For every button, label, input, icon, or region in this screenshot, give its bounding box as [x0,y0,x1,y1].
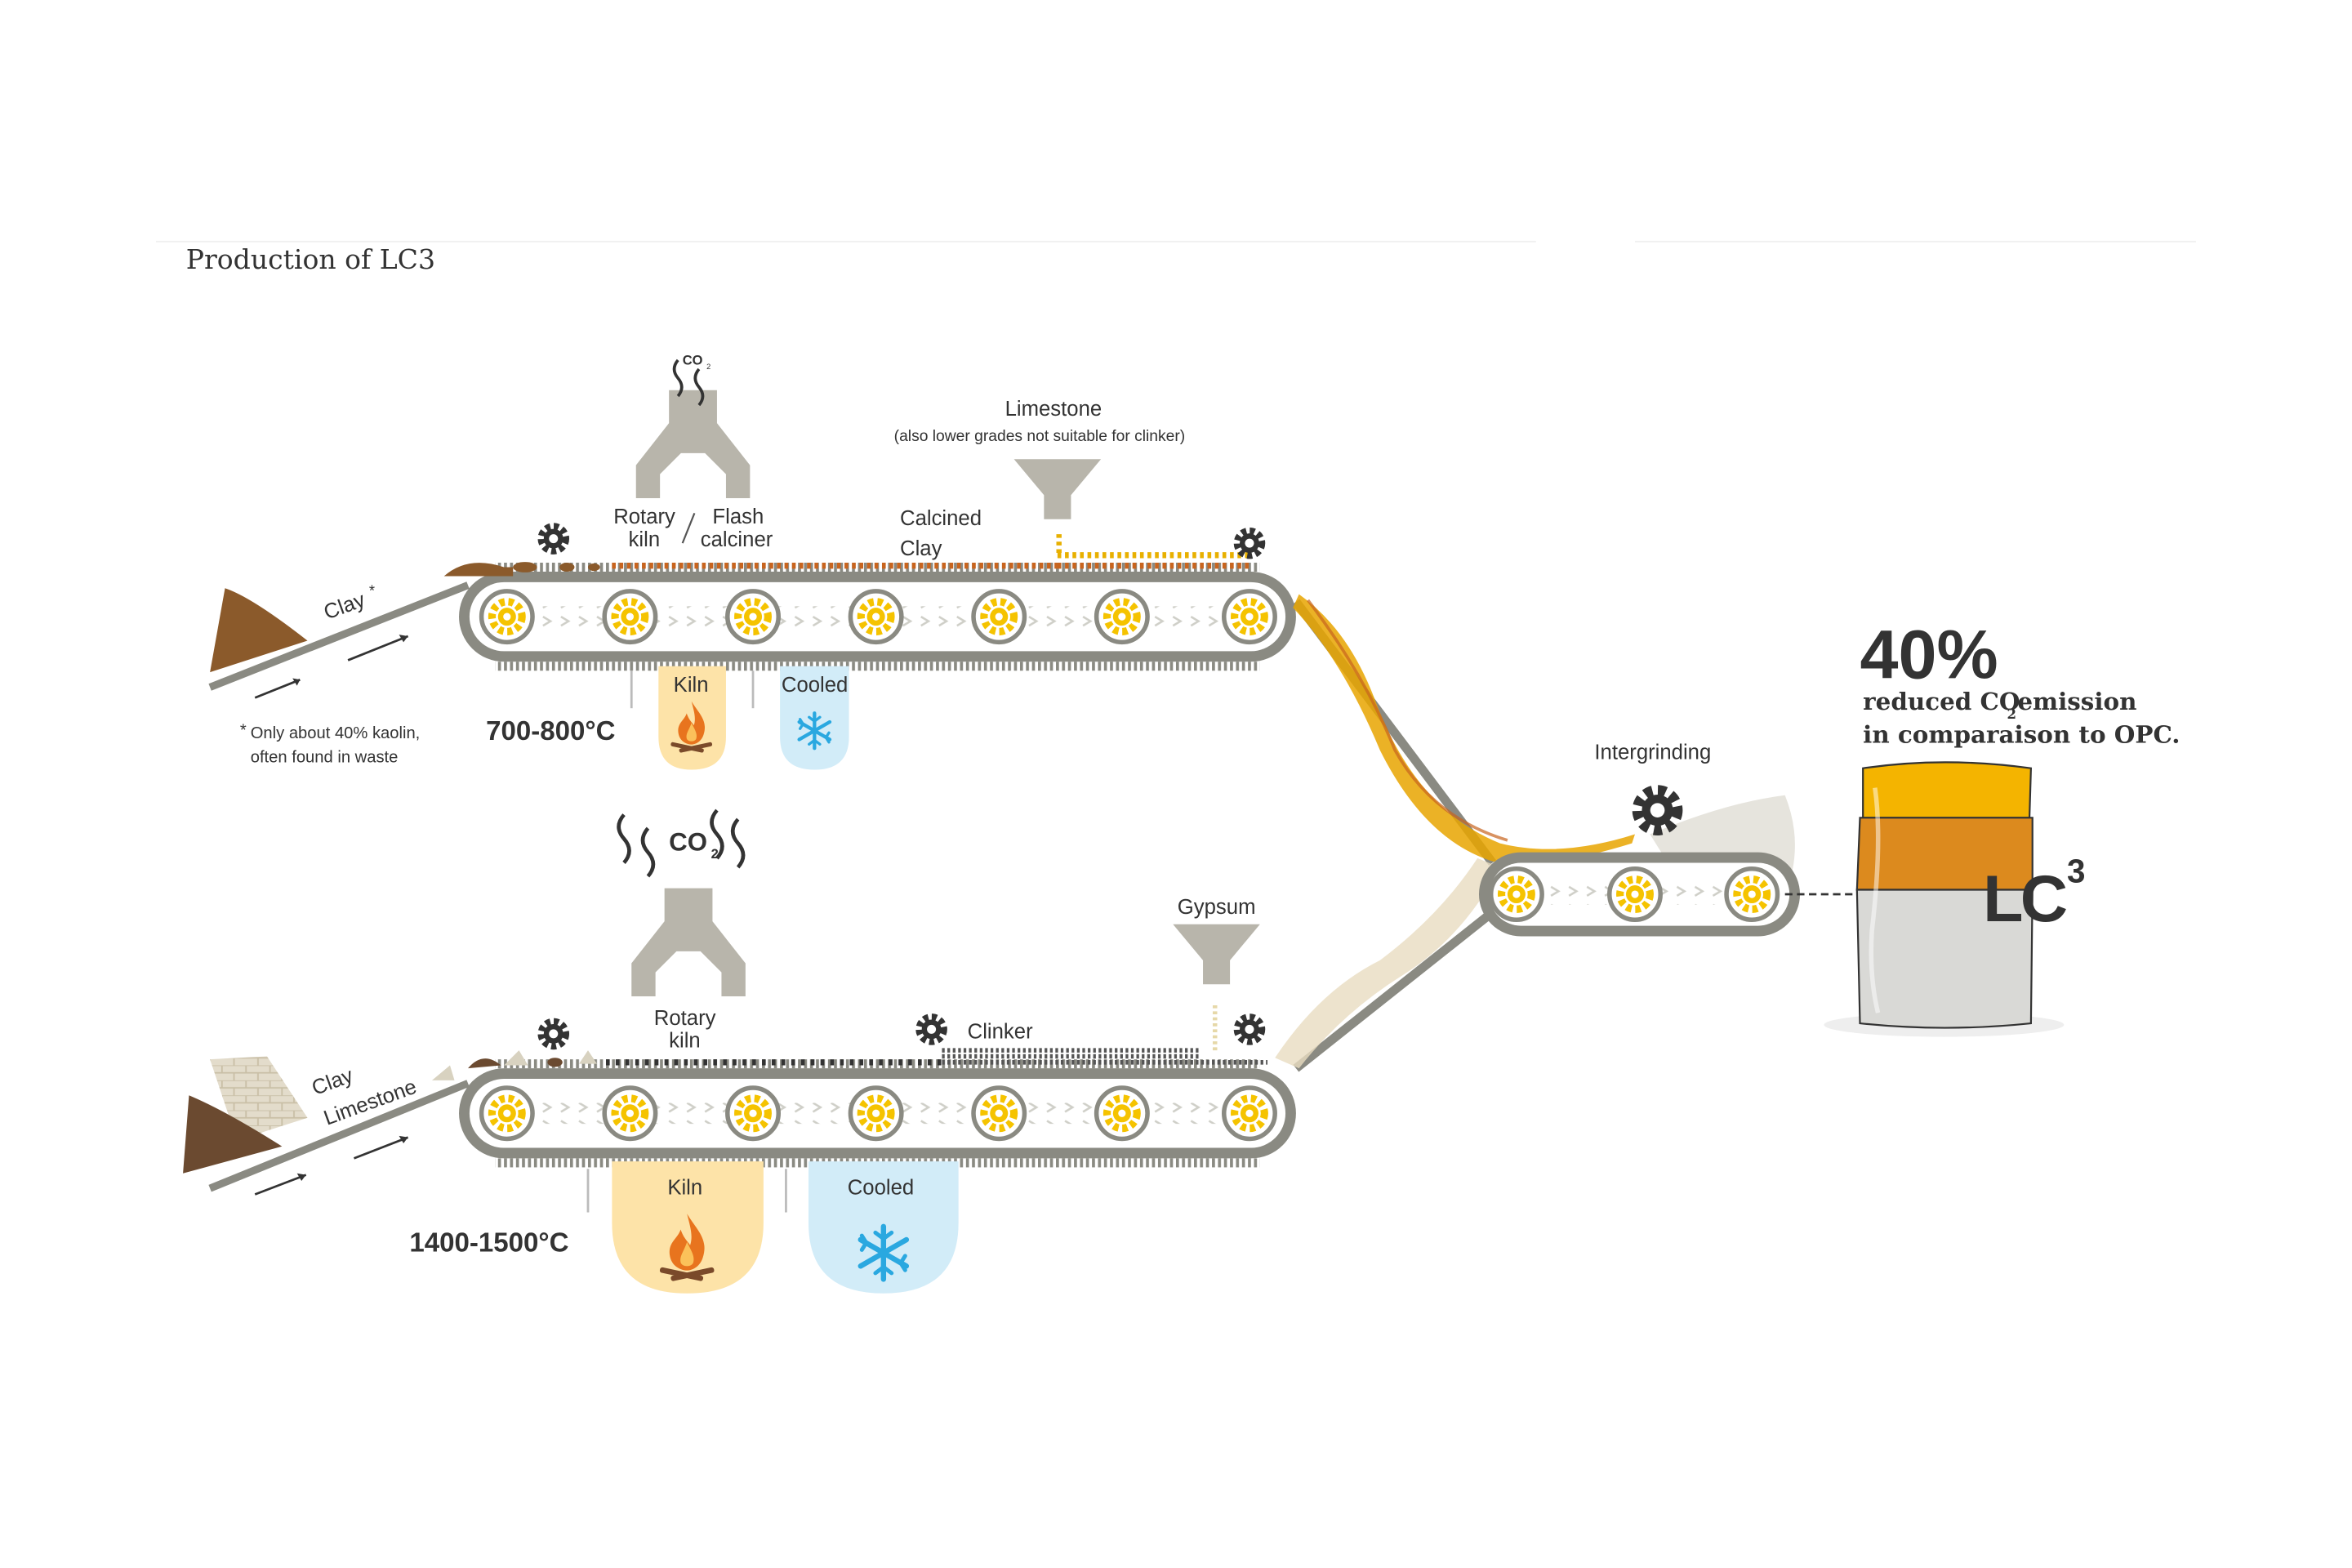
bag-top [1862,761,2033,819]
svg-text:Kiln: Kiln [674,674,709,697]
kiln-type-flash: Flash [712,506,764,528]
svg-text:kiln: kiln [669,1029,701,1052]
clay-pile-bottom [183,1095,283,1174]
svg-text:Kiln: Kiln [667,1176,702,1199]
co2-label-top: CO [683,352,703,368]
gypsum-label: Gypsum [1178,896,1256,919]
temperature-bottom: 1400-1500°C [409,1227,568,1258]
svg-text:Cooled: Cooled [782,674,848,697]
reduction-line-2: in comparaison to OPC. [1863,719,2180,748]
svg-text:Cooled: Cooled [848,1176,914,1199]
reduction-line-1b: emission [2017,687,2136,715]
intergrinding-stage: Intergrinding [1478,742,1995,937]
clay-pile [210,588,308,673]
bag-bottom [1855,889,2034,1029]
bottom-production-line: Clay Limestone CO 2 Rotary [183,808,1296,1294]
lc3-logo-sup: 3 [2067,852,2085,889]
clay-input-label: Clay [321,588,368,624]
lc3-result: 40% reduced CO 2 emission in comparaison… [1824,616,2180,1037]
input-ramp [208,581,470,691]
grinder-gear-icon [1638,791,1677,830]
temperature-top: 700-800°C [486,716,615,746]
reduction-percent: 40% [1860,616,1998,693]
page-title: Production of LC3 [186,243,435,275]
svg-text:*: * [369,581,375,599]
clay-input-bottom: Clay [309,1064,356,1100]
kiln-type-rotary: Rotary [613,506,675,528]
svg-text:kiln: kiln [629,528,661,551]
svg-text:2: 2 [706,363,710,371]
kiln-box-bottom [612,1161,764,1294]
svg-text:2: 2 [2007,706,2016,722]
top-production-line: Clay * * Only about 40% kaolin, often fo… [208,352,1296,770]
intergrinding-label: Intergrinding [1594,742,1711,764]
svg-text:Clay: Clay [900,537,942,560]
footnote-line-1: Only about 40% kaolin, [251,724,421,742]
clinker-label: Clinker [968,1020,1033,1043]
calcined-clay-label: Calcined [900,507,982,530]
input-ramp-bottom [208,1080,470,1192]
lc3-logo-text: LC [1983,862,2067,936]
svg-text:*: * [240,721,247,739]
rotary-kiln-bottom: Rotary [654,1007,716,1030]
svg-text:calciner: calciner [701,528,773,551]
limestone-label: Limestone [1005,398,1102,421]
limestone-note: (also lower grades not suitable for clin… [894,428,1186,445]
svg-text:2: 2 [711,846,719,862]
co2-label-bottom: CO [669,828,707,857]
reduction-line-1a: reduced CO [1863,687,2020,715]
footnote-line-2: often found in waste [251,748,399,766]
